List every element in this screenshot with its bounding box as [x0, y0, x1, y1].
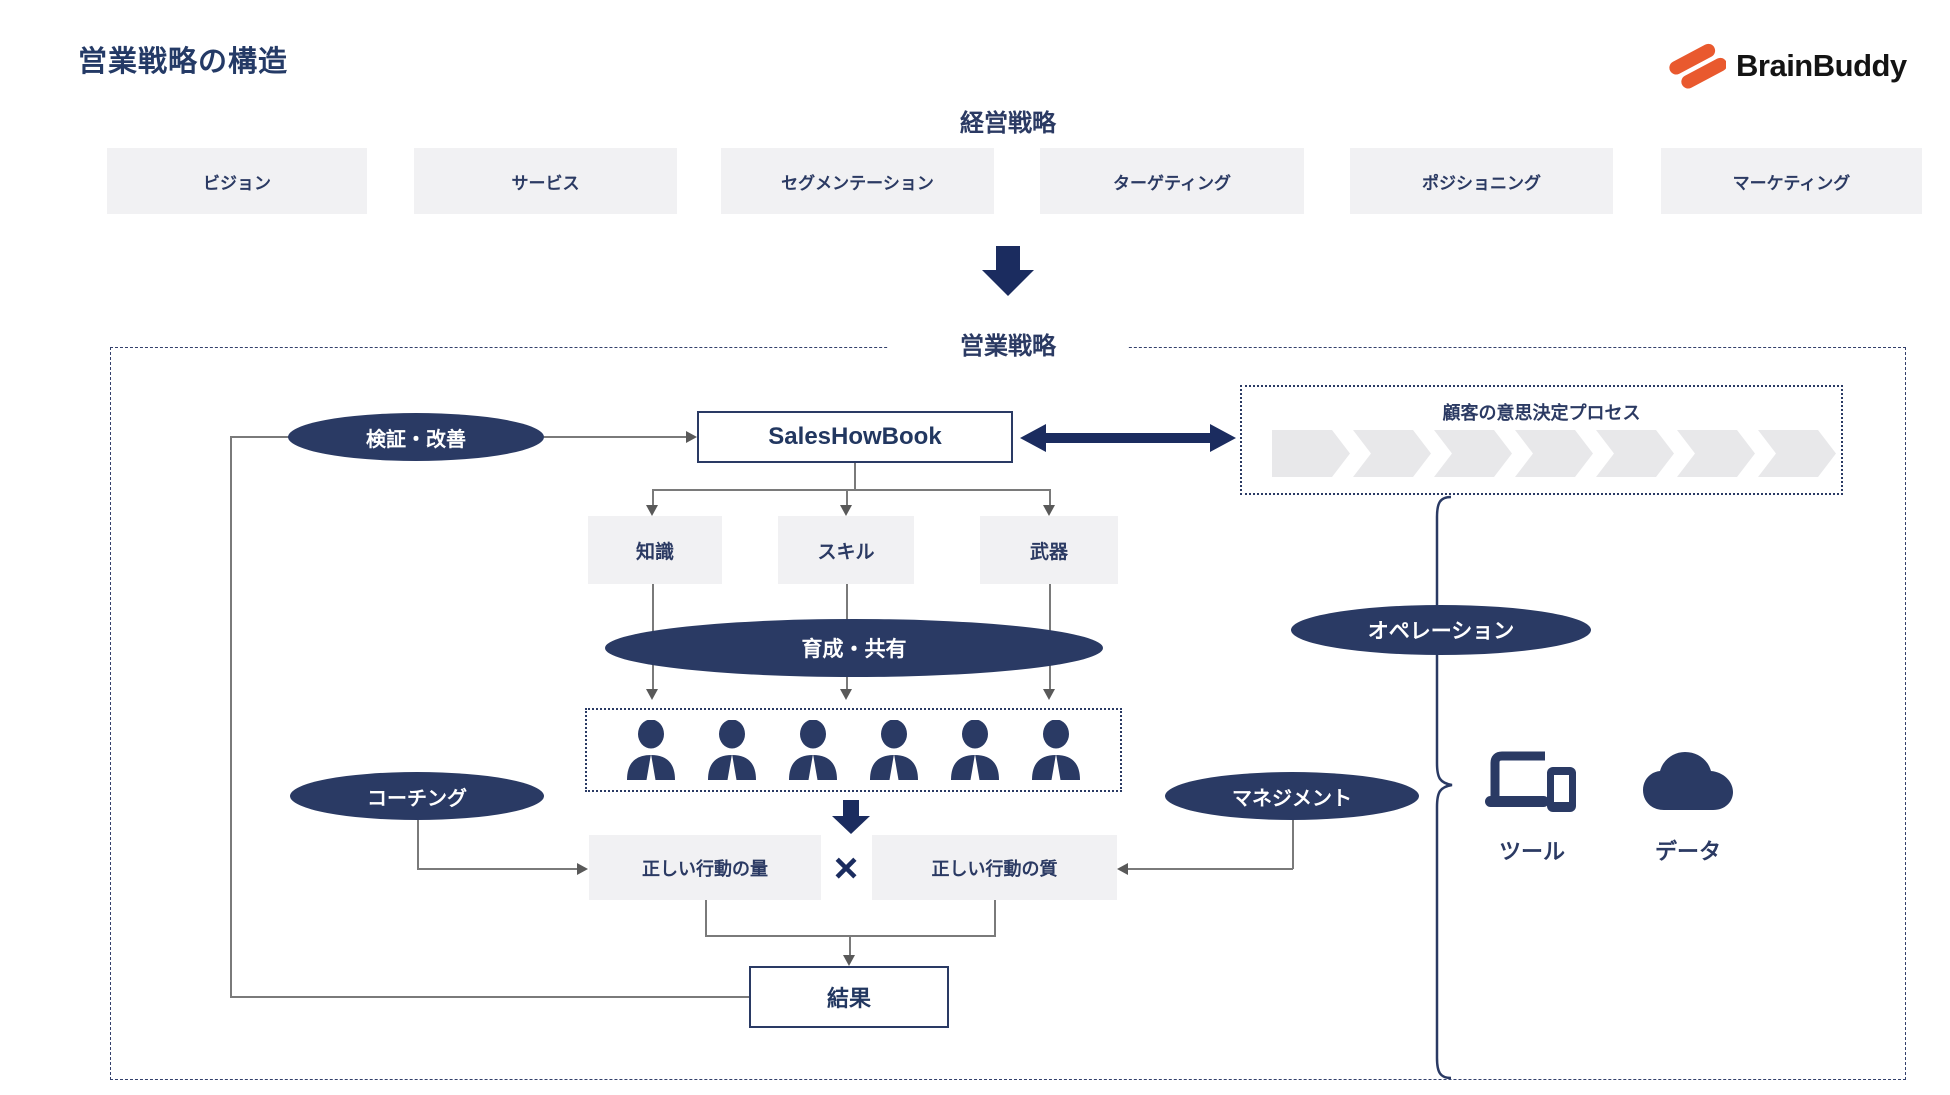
team-down-arrow-icon: [843, 800, 859, 817]
process-chevron: [1515, 430, 1593, 477]
develop-share-ellipse: 育成・共有: [605, 619, 1103, 677]
to-team-arrowhead: [840, 689, 852, 700]
operation-ellipse: オペレーション: [1291, 605, 1591, 655]
management-arrowhead: [1117, 863, 1128, 875]
component-skill-box: スキル: [778, 516, 914, 584]
person-icon: [708, 720, 756, 780]
management-item-segmentation: セグメンテーション: [721, 148, 994, 214]
sales-team-box: [585, 708, 1122, 792]
sales-strategy-heading: 営業戦略: [888, 332, 1128, 362]
quantity-down-line: [705, 900, 707, 936]
management-item-service: サービス: [414, 148, 677, 214]
management-line-v: [1292, 820, 1294, 869]
person-icon: [1032, 720, 1080, 780]
component-knowledge-box: 知識: [588, 516, 722, 584]
verify-to-shb-line: [544, 436, 690, 438]
operation-brace-icon: [1435, 495, 1453, 1080]
coaching-line-v: [417, 820, 419, 869]
management-line-h: [1128, 868, 1293, 870]
branch-arrowhead: [840, 505, 852, 516]
data-cloud-icon: [1643, 752, 1733, 810]
team-down-arrow-head-icon: [832, 816, 870, 834]
customer-decision-process-label: 顧客の意思決定プロセス: [1442, 403, 1641, 423]
process-chevron: [1677, 430, 1755, 477]
brainbuddy-logo-icon: [1669, 43, 1726, 89]
tools-icon: [1485, 751, 1576, 812]
result-stem: [849, 935, 851, 957]
join-bar: [705, 935, 996, 937]
coaching-arrowhead: [577, 863, 588, 875]
branch-line: [1049, 489, 1051, 507]
coaching-line-h: [417, 868, 580, 870]
verify-improve-ellipse: 検証・改善: [288, 413, 544, 461]
quality-down-line: [994, 900, 996, 936]
branch-arrowhead: [1043, 505, 1055, 516]
customer-decision-process-box: [1240, 385, 1843, 495]
management-item-marketing: マーケティング: [1661, 148, 1922, 214]
result-box: 結果: [749, 966, 949, 1028]
shb-branch-stem: [854, 463, 856, 490]
page-title: 営業戦略の構造: [78, 46, 289, 78]
process-chevron: [1596, 430, 1674, 477]
feedback-line-top: [230, 436, 290, 438]
process-chevron: [1353, 430, 1431, 477]
process-chevron: [1758, 430, 1836, 477]
person-icon: [789, 720, 837, 780]
multiply-icon: ×: [833, 844, 859, 891]
verify-to-shb-arrowhead: [686, 431, 697, 443]
action-quantity-box: 正しい行動の量: [589, 835, 821, 900]
double-arrow-icon: [1020, 424, 1236, 452]
to-team-arrowhead: [646, 689, 658, 700]
management-ellipse: マネジメント: [1165, 772, 1419, 820]
person-icon: [870, 720, 918, 780]
management-item-vision: ビジョン: [107, 148, 367, 214]
down-arrow-icon: [996, 246, 1020, 271]
brainbuddy-logo-text: BrainBuddy: [1736, 48, 1907, 83]
branch-line: [846, 489, 848, 507]
data-label: データ: [1654, 839, 1721, 864]
decision-process-chevrons: [1272, 430, 1836, 477]
down-arrow-head-icon: [982, 270, 1034, 296]
person-icon: [627, 720, 675, 780]
action-quality-box: 正しい行動の質: [872, 835, 1117, 900]
process-chevron: [1434, 430, 1512, 477]
management-strategy-heading: 経営戦略: [960, 110, 1056, 137]
shb-branch-bar: [652, 489, 1050, 491]
person-icon: [951, 720, 999, 780]
saleshowbook-box: SalesHowBook: [697, 411, 1013, 463]
component-weapon-box: 武器: [980, 516, 1118, 584]
result-arrowhead: [843, 955, 855, 966]
process-chevron: [1272, 430, 1350, 477]
branch-line: [652, 489, 654, 507]
coaching-ellipse: コーチング: [290, 772, 544, 820]
feedback-line-left: [230, 437, 232, 997]
management-item-targeting: ターゲティング: [1040, 148, 1304, 214]
tools-label: ツール: [1498, 839, 1565, 864]
branch-arrowhead: [646, 505, 658, 516]
brainbuddy-logo: BrainBuddy: [1668, 40, 1907, 92]
management-item-positioning: ポジショニング: [1350, 148, 1613, 214]
to-team-arrowhead: [1043, 689, 1055, 700]
feedback-line-bottom: [230, 996, 749, 998]
